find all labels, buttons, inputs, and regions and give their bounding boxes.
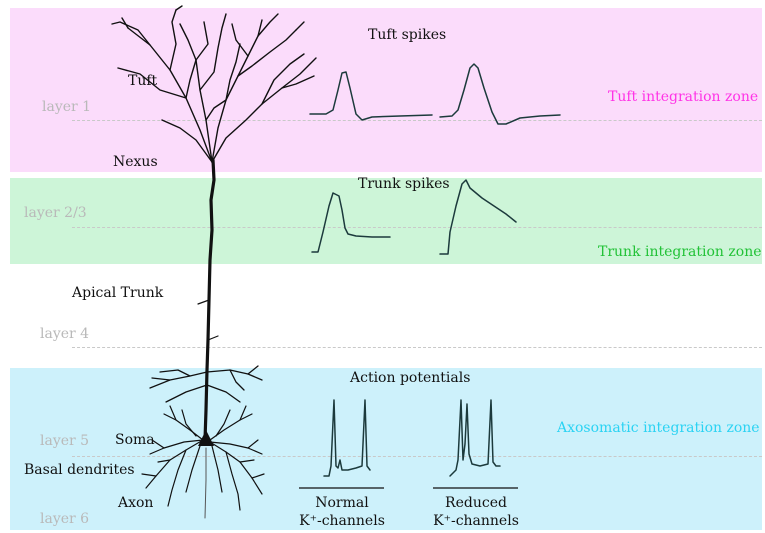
tuft-spike-trace-2 — [440, 64, 560, 124]
tuft-label: Tuft — [128, 73, 157, 89]
normal-k-label: Normal K⁺-channels — [298, 494, 386, 530]
layer-5-label: layer 5 — [40, 433, 89, 449]
ap-trace-reduced — [450, 400, 500, 476]
reduced-k-label: Reduced K⁺-channels — [430, 494, 522, 530]
axosomatic-zone-label: Axosomatic integration zone — [557, 420, 760, 436]
tuft-spikes-title: Tuft spikes — [368, 27, 446, 43]
tuft-spike-trace-1 — [310, 72, 432, 120]
trunk-spikes-title: Trunk spikes — [358, 176, 450, 192]
reduced-k-line2: K⁺-channels — [430, 512, 522, 530]
basal-dendrites-label: Basal dendrites — [24, 462, 135, 478]
ap-trace-normal — [324, 400, 370, 476]
tuft-zone-label: Tuft integration zone — [608, 89, 758, 105]
normal-k-line1: Normal — [298, 494, 386, 512]
layer-6-label: layer 6 — [40, 511, 89, 527]
soma-label: Soma — [115, 432, 155, 448]
trunk-spike-trace-2 — [440, 180, 516, 254]
trunk-zone-label: Trunk integration zone — [598, 244, 762, 260]
normal-k-line2: K⁺-channels — [298, 512, 386, 530]
layer-1-label: layer 1 — [42, 99, 91, 115]
axon-label: Axon — [118, 495, 153, 511]
layer-4-label: layer 4 — [40, 326, 89, 342]
trunk-spike-trace-1 — [312, 193, 390, 252]
reduced-k-line1: Reduced — [430, 494, 522, 512]
apical-trunk-label: Apical Trunk — [72, 285, 163, 301]
layer-23-label: layer 2/3 — [24, 205, 87, 221]
nexus-label: Nexus — [113, 154, 158, 170]
action-potentials-title: Action potentials — [350, 370, 470, 386]
